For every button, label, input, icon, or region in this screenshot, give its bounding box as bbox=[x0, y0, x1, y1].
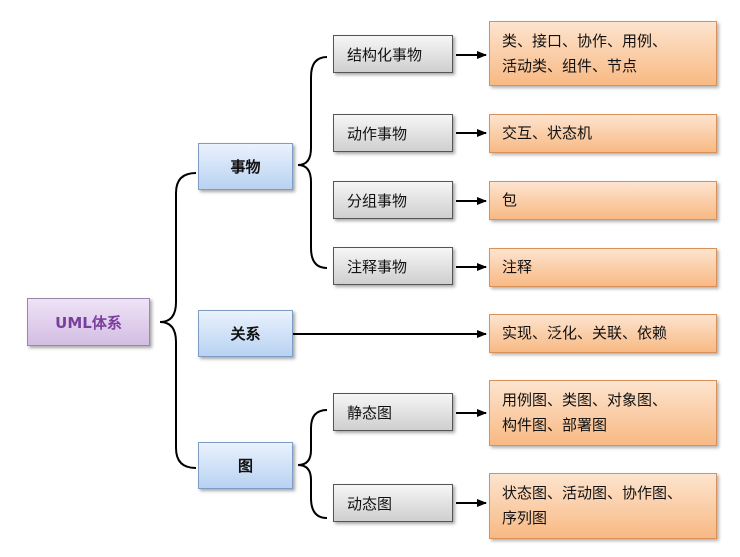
leaf-dynamic-line-1: 状态图、活动图、协作图、 bbox=[502, 484, 683, 502]
leaf-structural-line-1: 类、接口、协作、用例、 bbox=[502, 31, 668, 50]
node-relations-label: 关系 bbox=[230, 325, 261, 343]
leaf-grouping-line-1: 包 bbox=[502, 191, 518, 209]
leaf-static-line-2: 构件图、部署图 bbox=[502, 416, 608, 434]
node-diagrams-label: 图 bbox=[237, 457, 253, 475]
things-brace bbox=[297, 56, 328, 269]
node-things: 事物 bbox=[198, 143, 293, 190]
leaf-grouping: 包 bbox=[489, 181, 717, 220]
node-structural-things: 结构化事物 bbox=[333, 35, 453, 73]
leaf-dynamic-line-2: 序列图 bbox=[502, 509, 548, 527]
node-relations: 关系 bbox=[198, 310, 293, 357]
node-static-diagrams: 静态图 bbox=[333, 393, 453, 431]
leaf-relations-line-1: 实现、泛化、关联、依赖 bbox=[502, 324, 668, 342]
leaf-static-line-1: 用例图、类图、对象图、 bbox=[502, 391, 668, 409]
leaf-relations: 实现、泛化、关联、依赖 bbox=[489, 314, 717, 353]
leaf-behavioral-line-1: 交互、状态机 bbox=[502, 124, 593, 142]
leaf-annotational-line-1: 注释 bbox=[502, 258, 533, 276]
node-dynamic-diagrams: 动态图 bbox=[333, 484, 453, 522]
node-annotational-things-label: 注释事物 bbox=[347, 257, 408, 276]
root-label: UML体系 bbox=[55, 313, 122, 332]
diagrams-brace bbox=[297, 409, 328, 519]
node-grouping-things: 分组事物 bbox=[333, 181, 453, 219]
node-things-label: 事物 bbox=[230, 158, 261, 176]
leaf-static: 用例图、类图、对象图、 构件图、部署图 bbox=[489, 380, 717, 446]
leaf-behavioral: 交互、状态机 bbox=[489, 114, 717, 153]
leaf-structural-line-2: 活动类、组件、节点 bbox=[502, 56, 638, 75]
leaf-structural: 类、接口、协作、用例、 活动类、组件、节点 bbox=[489, 21, 717, 86]
root-node: UML体系 bbox=[27, 298, 150, 346]
node-behavioral-things-label: 动作事物 bbox=[347, 124, 408, 143]
leaf-dynamic: 状态图、活动图、协作图、 序列图 bbox=[489, 473, 717, 539]
node-grouping-things-label: 分组事物 bbox=[347, 191, 408, 210]
node-structural-things-label: 结构化事物 bbox=[347, 45, 423, 64]
node-dynamic-diagrams-label: 动态图 bbox=[347, 494, 393, 513]
leaf-annotational: 注释 bbox=[489, 248, 717, 287]
node-behavioral-things: 动作事物 bbox=[333, 114, 453, 152]
node-static-diagrams-label: 静态图 bbox=[347, 403, 393, 422]
node-diagrams: 图 bbox=[198, 442, 293, 489]
root-brace bbox=[159, 172, 197, 469]
node-annotational-things: 注释事物 bbox=[333, 247, 453, 285]
